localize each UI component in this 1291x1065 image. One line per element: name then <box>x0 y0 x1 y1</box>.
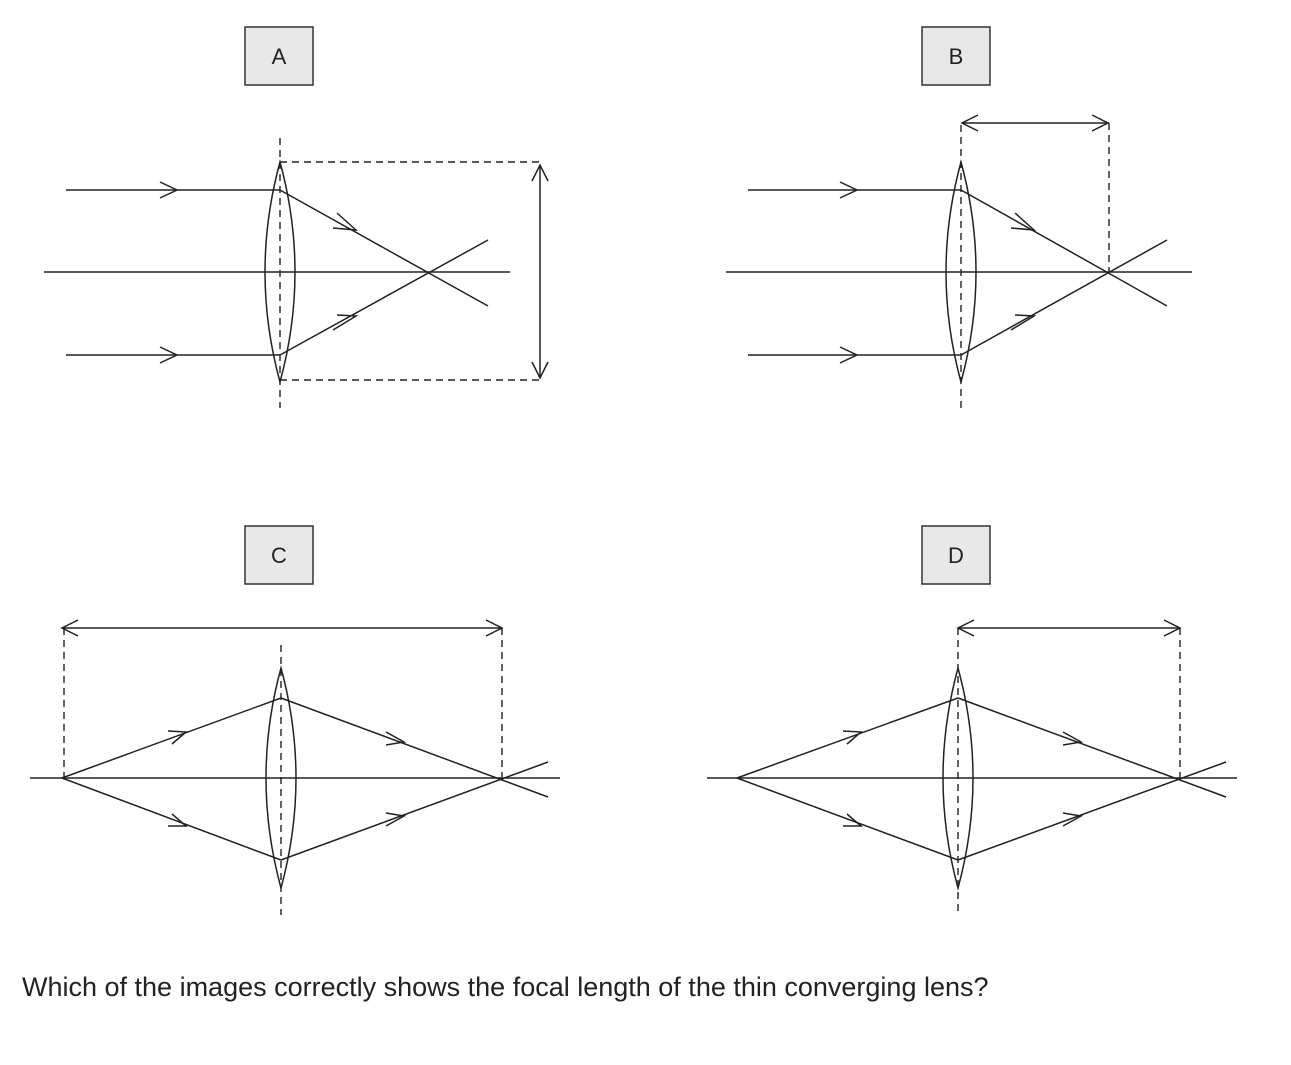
ray-lens-to-image-bottom <box>957 761 1227 861</box>
refracted-ray-top <box>279 189 489 307</box>
ray-lens-to-image-top <box>280 697 549 798</box>
panel-b: B <box>726 26 1192 408</box>
svg-text:D: D <box>948 543 964 568</box>
ray-arrow-icon <box>839 181 859 199</box>
ray-source-to-lens-top <box>61 697 282 779</box>
ray-arrow-icon <box>842 730 863 745</box>
option-a-label[interactable]: A <box>244 26 314 86</box>
arrowhead-up-icon <box>531 163 549 182</box>
ray-arrow-icon <box>1010 212 1037 231</box>
ray-arrow-icon <box>167 730 188 745</box>
ray-lens-to-image-top <box>957 697 1227 798</box>
ray-source-to-lens-bottom <box>61 777 282 861</box>
ray-arrow-icon <box>159 181 179 199</box>
arrowhead-left-icon <box>956 619 975 637</box>
ray-source-to-lens-bottom <box>736 777 959 861</box>
ray-arrow-icon <box>385 731 407 746</box>
arrowhead-right-icon <box>485 619 504 637</box>
converging-lens <box>945 159 977 385</box>
ray-arrow-icon <box>332 212 359 231</box>
converging-lens <box>942 665 974 891</box>
ray-lens-to-image-bottom <box>280 761 549 861</box>
option-c-label[interactable]: C <box>244 525 314 585</box>
refracted-ray-bottom <box>279 239 489 356</box>
panel-d: D <box>707 525 1237 915</box>
arrowhead-right-icon <box>1163 619 1182 637</box>
arrowhead-down-icon <box>531 361 549 380</box>
panel-c: C <box>30 525 560 915</box>
arrowhead-right-icon <box>1091 114 1110 132</box>
refracted-ray-bottom <box>960 239 1168 356</box>
ray-arrow-icon <box>1062 812 1084 827</box>
arrowhead-left-icon <box>960 114 979 132</box>
ray-arrow-icon <box>385 812 407 827</box>
converging-lens <box>264 159 296 385</box>
option-b-label[interactable]: B <box>921 26 991 86</box>
ray-arrow-icon <box>839 346 859 364</box>
ray-arrow-icon <box>1062 731 1084 746</box>
arrowhead-left-icon <box>60 619 79 637</box>
panel-a: A <box>44 26 549 408</box>
ray-arrow-icon <box>168 813 189 827</box>
ray-source-to-lens-top <box>736 697 959 779</box>
ray-arrow-icon <box>1010 314 1037 331</box>
ray-arrow-icon <box>332 314 359 331</box>
ray-arrow-icon <box>843 813 864 827</box>
svg-text:A: A <box>272 44 287 69</box>
option-d-label[interactable]: D <box>921 525 991 585</box>
svg-text:C: C <box>271 543 287 568</box>
svg-text:B: B <box>949 44 964 69</box>
question-text: Which of the images correctly shows the … <box>22 972 989 1002</box>
ray-arrow-icon <box>159 346 179 364</box>
refracted-ray-top <box>960 189 1168 307</box>
converging-lens <box>265 665 297 891</box>
